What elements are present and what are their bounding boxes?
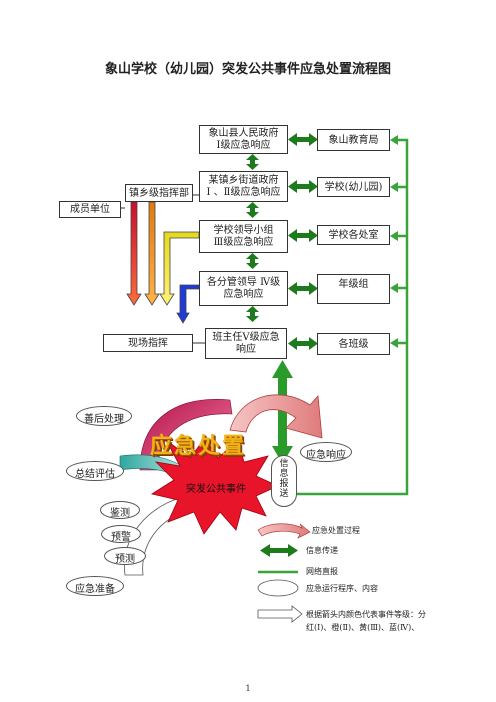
school-leadership-box[interactable]: 学校领导小组 Ⅲ级应急响应 bbox=[199, 220, 288, 253]
department-leaders-box[interactable]: 各分管领导 Ⅳ级 应急响应 bbox=[199, 271, 288, 306]
classes-box[interactable]: 各班级 bbox=[317, 333, 390, 355]
class-teacher-box[interactable]: 班主任Ⅴ级应急 响应 bbox=[205, 328, 287, 359]
info-double-arrows bbox=[288, 133, 318, 350]
county-government-box[interactable]: 象山县人民政府 Ⅰ级应急响应 bbox=[199, 125, 288, 154]
page-number: 1 bbox=[245, 684, 251, 693]
town-government-box[interactable]: 某镇乡街道政府 Ⅰ 、Ⅱ级应急响应 bbox=[199, 171, 288, 202]
education-bureau-box[interactable]: 象山教育局 bbox=[317, 129, 390, 151]
event-label: 突发公共事件 bbox=[186, 484, 246, 495]
network-report-arrowheads bbox=[390, 135, 398, 348]
evaluation-oval[interactable]: 总结评估 bbox=[66, 461, 124, 481]
event-starburst bbox=[150, 437, 279, 535]
town-command-box[interactable]: 镇乡级指挥部 bbox=[125, 184, 193, 202]
forecast-oval[interactable]: 预测 bbox=[104, 547, 146, 565]
aftermath-oval[interactable]: 善后处理 bbox=[76, 406, 132, 426]
preparation-oval[interactable]: 应急准备 bbox=[66, 576, 124, 596]
legend-process-label: 应急处置过程 bbox=[312, 526, 360, 535]
emergency-banner: 应急处置 bbox=[150, 434, 247, 459]
legend-arrow-desc: 根据箭头内颜色代表事件等级：分 红(Ⅰ)、橙(Ⅱ)、黄(Ⅲ)、蓝(Ⅳ)、 bbox=[306, 610, 426, 632]
member-units-box[interactable]: 成员单位 bbox=[59, 201, 121, 218]
report-oval[interactable]: 信 息 报 送 bbox=[271, 455, 297, 507]
connector-lines bbox=[121, 194, 205, 344]
response-oval[interactable]: 应急响应 bbox=[300, 442, 352, 462]
vertical-double-arrows bbox=[246, 154, 259, 322]
school-departments-box[interactable]: 学校各处室 bbox=[317, 225, 390, 245]
page-title: 象山学校（幼儿园）突发公共事件应急处置流程图 bbox=[104, 62, 391, 77]
legend-symbols bbox=[257, 523, 311, 623]
grade-group-box[interactable]: 年级组 bbox=[317, 274, 390, 304]
legend-oval-label: 应急运行程序、内容 bbox=[306, 584, 378, 593]
monitoring-oval[interactable]: 鉴测 bbox=[100, 501, 140, 519]
legend-info-label: 信息传递 bbox=[306, 546, 338, 555]
legend-network-label: 网络直报 bbox=[306, 567, 338, 576]
site-command-box[interactable]: 现场指挥 bbox=[103, 334, 193, 352]
school-kindergarten-box[interactable]: 学校(幼儿园) bbox=[317, 177, 390, 197]
warning-oval[interactable]: 预警 bbox=[101, 525, 141, 543]
level-arrows bbox=[126, 201, 200, 324]
